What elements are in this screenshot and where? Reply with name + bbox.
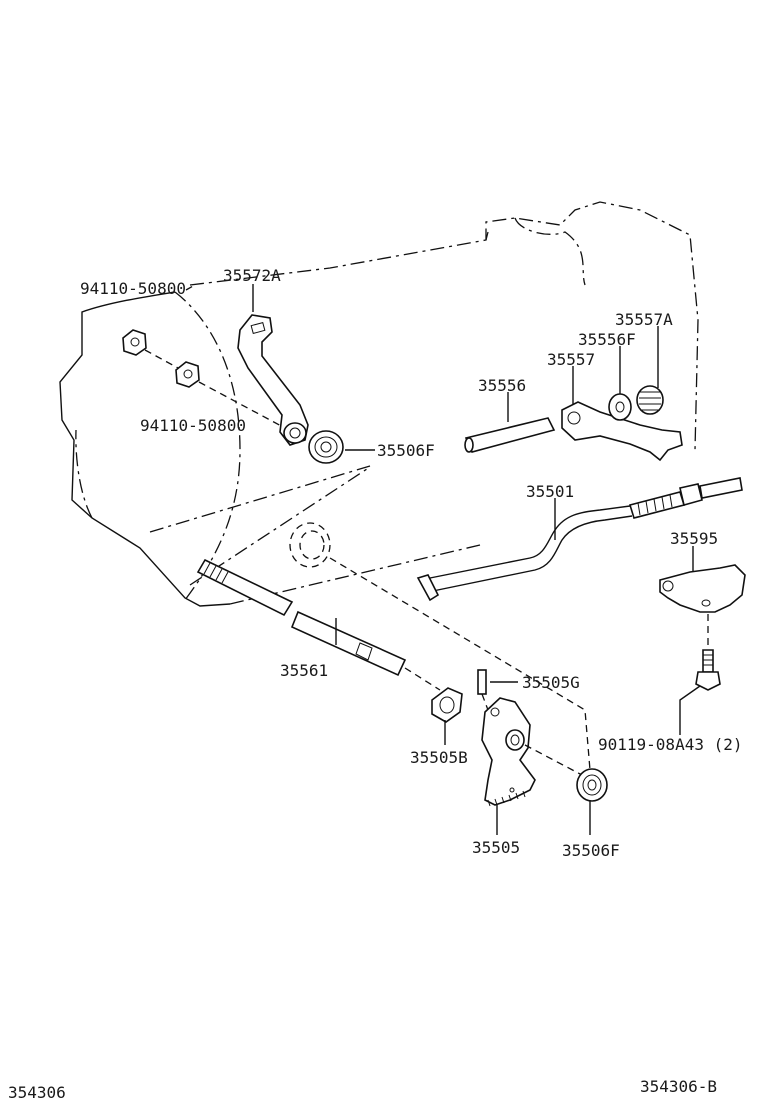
bracket-35595: [659, 564, 746, 613]
label-35556: 35556: [478, 376, 526, 395]
sector-align-line: [524, 744, 583, 776]
leader-lines: [185, 284, 701, 835]
nut-align-line-2: [198, 381, 286, 429]
pin-35505G: [477, 669, 487, 695]
lever-35572A: [237, 314, 309, 446]
pin-align-line: [481, 693, 489, 711]
seal-35506F-bottom: [576, 768, 608, 802]
seal-align-line: [329, 557, 591, 771]
label-35506F-top: 35506F: [377, 441, 435, 460]
label-35505: 35505: [472, 838, 520, 857]
nut-94110-top: [122, 329, 147, 356]
shaft-upper-segment: [196, 558, 294, 617]
label-35557: 35557: [547, 350, 595, 369]
label-35506F-bottom: 35506F: [562, 841, 620, 860]
label-35572A: 35572A: [223, 266, 281, 285]
footer-left-code: 354306: [8, 1083, 66, 1102]
label-90119: 90119-08A43 (2): [598, 735, 743, 754]
bushing-35505B: [431, 687, 463, 723]
transmission-housing-outline: [59, 201, 699, 607]
label-94110-top: 94110-50800: [80, 279, 186, 298]
label-35501: 35501: [526, 482, 574, 501]
label-35595: 35595: [670, 529, 718, 548]
label-94110-bottom: 94110-50800: [140, 416, 246, 435]
label-35505G: 35505G: [522, 673, 580, 692]
shaft-35556: [464, 417, 556, 453]
label-35561: 35561: [280, 661, 328, 680]
nut-94110-bottom: [175, 361, 200, 388]
bolt-90119: [695, 649, 721, 691]
washer-35556F: [608, 393, 632, 421]
sector-35505: [481, 697, 536, 807]
label-35557A: 35557A: [615, 310, 673, 329]
label-35505B: 35505B: [410, 748, 468, 767]
spring-35557A: [636, 385, 664, 415]
seal-ring-dashed: [289, 522, 331, 568]
nut-align-line-1: [144, 349, 179, 369]
shaft-35561: [290, 610, 441, 691]
cable-35501: [416, 477, 743, 602]
seal-35506F-top: [308, 430, 344, 464]
label-35556F: 35556F: [578, 330, 636, 349]
footer-right-code: 354306-B: [640, 1077, 717, 1096]
